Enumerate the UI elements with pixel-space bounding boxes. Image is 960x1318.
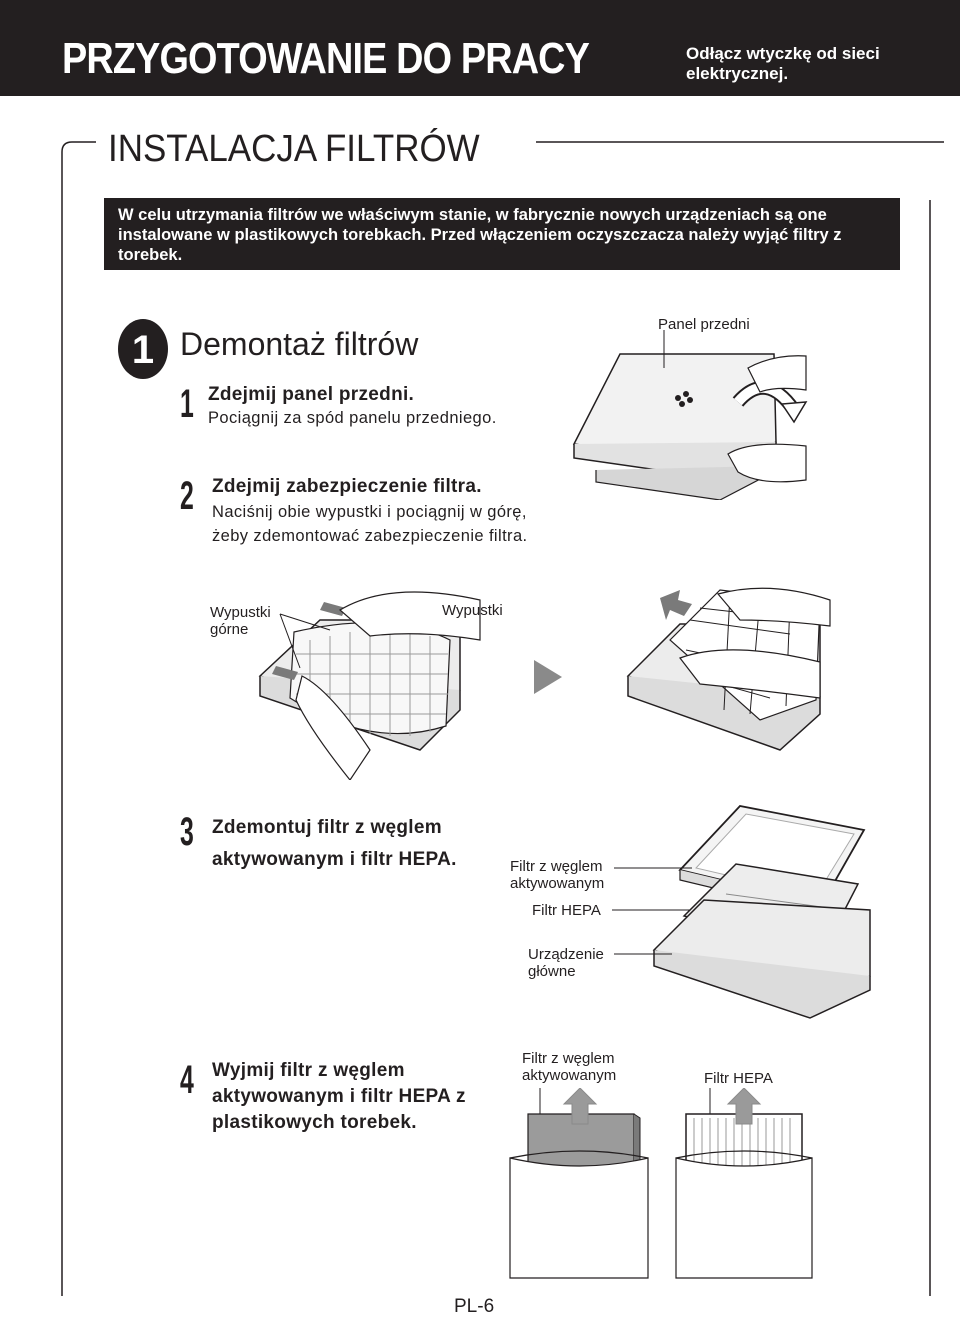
label-front-panel: Panel przedni: [658, 316, 750, 333]
intro-text: W celu utrzymania filtrów we właściwym s…: [118, 205, 888, 265]
step-1-text: Pociągnij za spód panelu przedniego.: [208, 406, 497, 430]
part-number-badge: 1: [116, 318, 170, 380]
filter-pointer-lines: [612, 860, 712, 960]
section-title: INSTALACJA FILTRÓW: [108, 128, 480, 171]
label-upper-tabs: Wypustki górne: [210, 604, 290, 638]
step-3-title: Zdemontuj filtr z węglem aktywowanym i f…: [212, 812, 502, 876]
step-2-title: Zdejmij zabezpieczenie filtra.: [212, 476, 482, 498]
label-main-unit: Urządzenie główne: [528, 946, 618, 980]
step-1-title: Zdejmij panel przedni.: [208, 384, 414, 406]
part-number: 1: [132, 328, 154, 372]
step-4-number: 4: [180, 1060, 194, 1100]
step-2-number: 2: [180, 476, 194, 516]
part-title: Demontaż filtrów: [180, 326, 418, 363]
label-hepa-filter: Filtr HEPA: [532, 902, 601, 919]
front-panel-illustration: [560, 330, 820, 500]
step-4-title: Wyjmij filtr z węglem aktywowanym i filt…: [212, 1058, 502, 1136]
label-hepa-filter-step4: Filtr HEPA: [704, 1070, 773, 1087]
label-carbon-filter-step4: Filtr z węglem aktywowanym: [522, 1050, 634, 1084]
step-1-number: 1: [180, 384, 194, 424]
next-arrow-icon: [534, 660, 564, 694]
label-carbon-filter: Filtr z węglem aktywowanym: [510, 858, 622, 892]
step-3-number: 3: [180, 812, 194, 852]
filter-guard-lift-illustration: [620, 580, 840, 760]
page-number: PL-6: [454, 1296, 494, 1318]
step-2-text: Naciśnij obie wypustki i pociągnij w gór…: [212, 500, 542, 548]
filters-unbag-illustration: [500, 1088, 830, 1288]
label-tabs: Wypustki: [442, 602, 503, 619]
